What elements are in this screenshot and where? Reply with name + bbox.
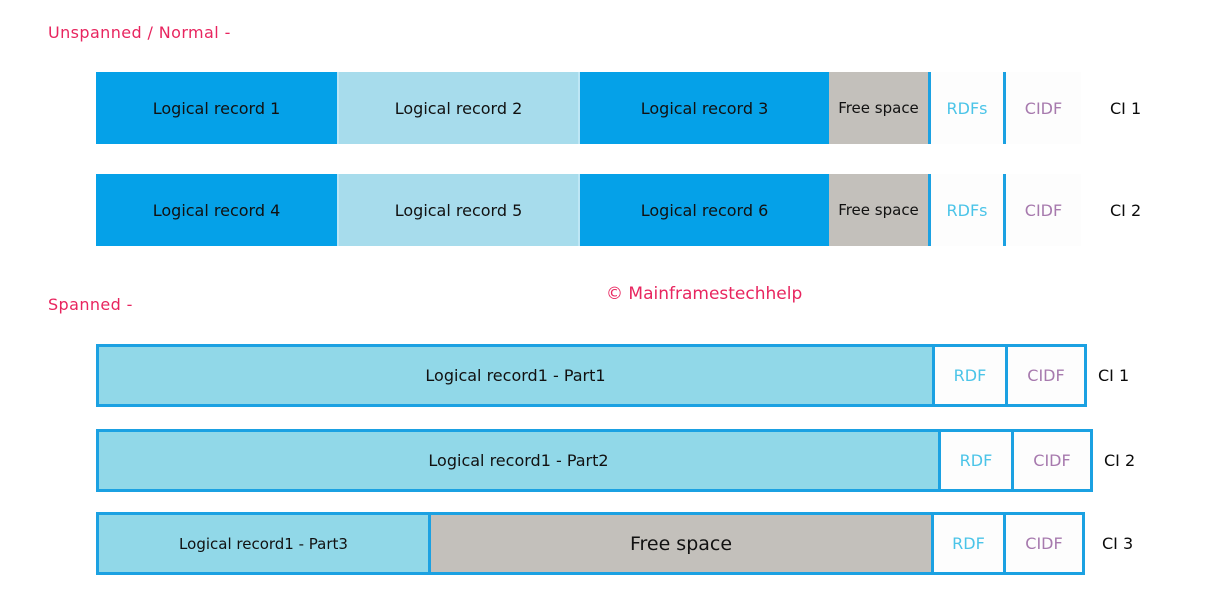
segment-logical-record: Logical record 3 xyxy=(578,72,829,144)
segment-free-space: Free space xyxy=(829,72,928,144)
segment-logical-record: Logical record1 - Part3 xyxy=(99,515,428,572)
segment-rdf: RDFs xyxy=(928,174,1003,246)
segment-logical-record: Logical record1 - Part1 xyxy=(99,347,932,404)
segment-rdf: RDF xyxy=(932,347,1005,404)
section-caption-spanned: Spanned - xyxy=(48,295,133,314)
segment-rdf: RDF xyxy=(931,515,1003,572)
control-interval-row: Logical record1 - Part2 RDF CIDF xyxy=(96,429,1093,492)
ci-tag: CI 1 xyxy=(1110,99,1142,118)
segment-free-space: Free space xyxy=(829,174,928,246)
segment-logical-record: Logical record 6 xyxy=(578,174,829,246)
segment-cidf: CIDF xyxy=(1003,515,1082,572)
segment-logical-record: Logical record 4 xyxy=(96,174,337,246)
control-interval-row: Logical record1 - Part3 Free space RDF C… xyxy=(96,512,1085,575)
segment-rdf: RDFs xyxy=(928,72,1003,144)
control-interval-row: Logical record 4 Logical record 5 Logica… xyxy=(96,174,1081,246)
section-caption-unspanned: Unspanned / Normal - xyxy=(48,23,231,42)
segment-logical-record: Logical record1 - Part2 xyxy=(99,432,938,489)
watermark-text: © Mainframestechhelp xyxy=(606,284,803,304)
segment-cidf: CIDF xyxy=(1003,72,1081,144)
control-interval-row: Logical record1 - Part1 RDF CIDF xyxy=(96,344,1087,407)
segment-cidf: CIDF xyxy=(1005,347,1084,404)
segment-rdf: RDF xyxy=(938,432,1011,489)
control-interval-row: Logical record 1 Logical record 2 Logica… xyxy=(96,72,1081,144)
segment-cidf: CIDF xyxy=(1011,432,1090,489)
ci-tag: CI 3 xyxy=(1102,534,1134,553)
segment-free-space: Free space xyxy=(428,515,931,572)
segment-logical-record: Logical record 1 xyxy=(96,72,337,144)
ci-tag: CI 1 xyxy=(1098,366,1130,385)
segment-logical-record: Logical record 5 xyxy=(337,174,578,246)
ci-tag: CI 2 xyxy=(1110,201,1142,220)
segment-logical-record: Logical record 2 xyxy=(337,72,578,144)
ci-tag: CI 2 xyxy=(1104,451,1136,470)
segment-cidf: CIDF xyxy=(1003,174,1081,246)
